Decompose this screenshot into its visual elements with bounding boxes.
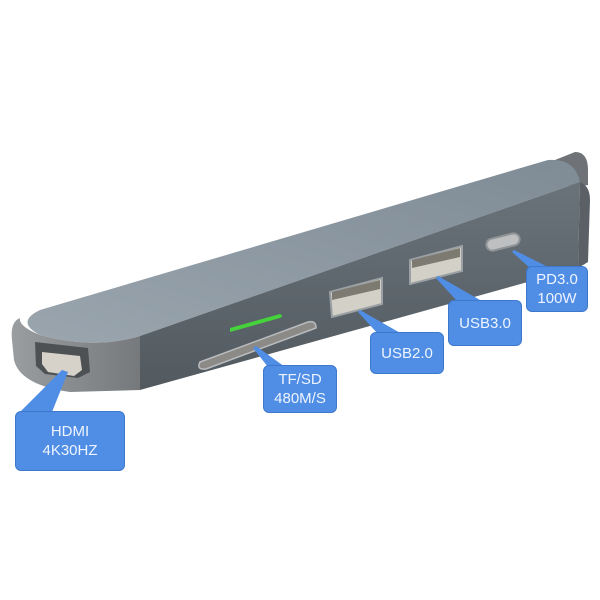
callout-hdmi-line1: HDMI [50,423,90,440]
callout-usb3: USB3.0 [448,300,522,346]
tf-led-indicator [230,314,282,332]
callout-pd-line2: 100W [537,290,577,307]
pd-callout-pointer [512,250,550,268]
hdmi-callout-pointer [20,370,68,412]
callout-pd-line1: PD3.0 [536,271,578,288]
callout-hdmi: HDMI 4K30HZ [15,411,125,471]
callout-tfsd: TF/SD 480M/S [263,365,337,413]
callout-pd: PD3.0 100W [526,266,588,312]
hub-top-face [27,159,580,343]
usb2-port-tongue [332,280,380,300]
callout-usb2: USB2.0 [370,332,444,374]
callout-usb3-label: USB3.0 [459,314,511,332]
usb3-port-tongue [412,248,460,268]
callout-tfsd-line2: 480M/S [274,390,326,407]
usb2-callout-pointer [358,310,402,334]
sd-card-slot [198,320,317,370]
callout-usb2-label: USB2.0 [381,344,433,362]
hdmi-connector [42,352,82,376]
callout-tfsd-line1: TF/SD [278,371,322,388]
hub-right-end [578,182,590,268]
callout-hdmi-line2: 4K30HZ [42,442,98,459]
usb-c-port [485,232,521,252]
usb3-callout-pointer [436,276,480,300]
